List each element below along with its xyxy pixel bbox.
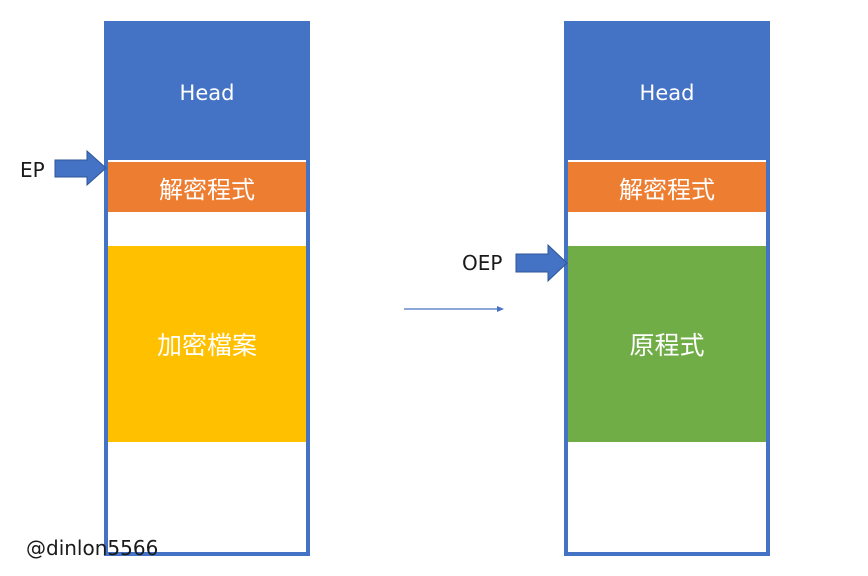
oep-label: OEP [462, 251, 503, 275]
watermark: @dinlon5566 [26, 536, 159, 560]
ep-arrow-icon [54, 149, 107, 187]
encrypted-file-label: 加密檔案 [156, 331, 257, 360]
original-program-label: 原程式 [629, 331, 705, 360]
oep-arrow-icon [515, 243, 568, 283]
decrypt-stub-label: 解密程式 [619, 175, 715, 204]
head-label: Head [639, 80, 695, 105]
packed-file-column: Head 解密程式 加密檔案 [104, 21, 310, 556]
ep-label: EP [20, 158, 45, 182]
head-label: Head [179, 80, 235, 105]
original-program-block: 原程式 [568, 245, 766, 443]
head-block: Head [108, 25, 306, 160]
transform-arrow-head-icon [497, 306, 504, 312]
decrypt-stub-block: 解密程式 [108, 161, 306, 213]
unpacked-file-column: Head 解密程式 原程式 [564, 21, 770, 556]
head-block: Head [568, 25, 766, 160]
encrypted-file-block: 加密檔案 [108, 245, 306, 443]
decrypt-stub-label: 解密程式 [159, 175, 255, 204]
decrypt-stub-block: 解密程式 [568, 161, 766, 213]
